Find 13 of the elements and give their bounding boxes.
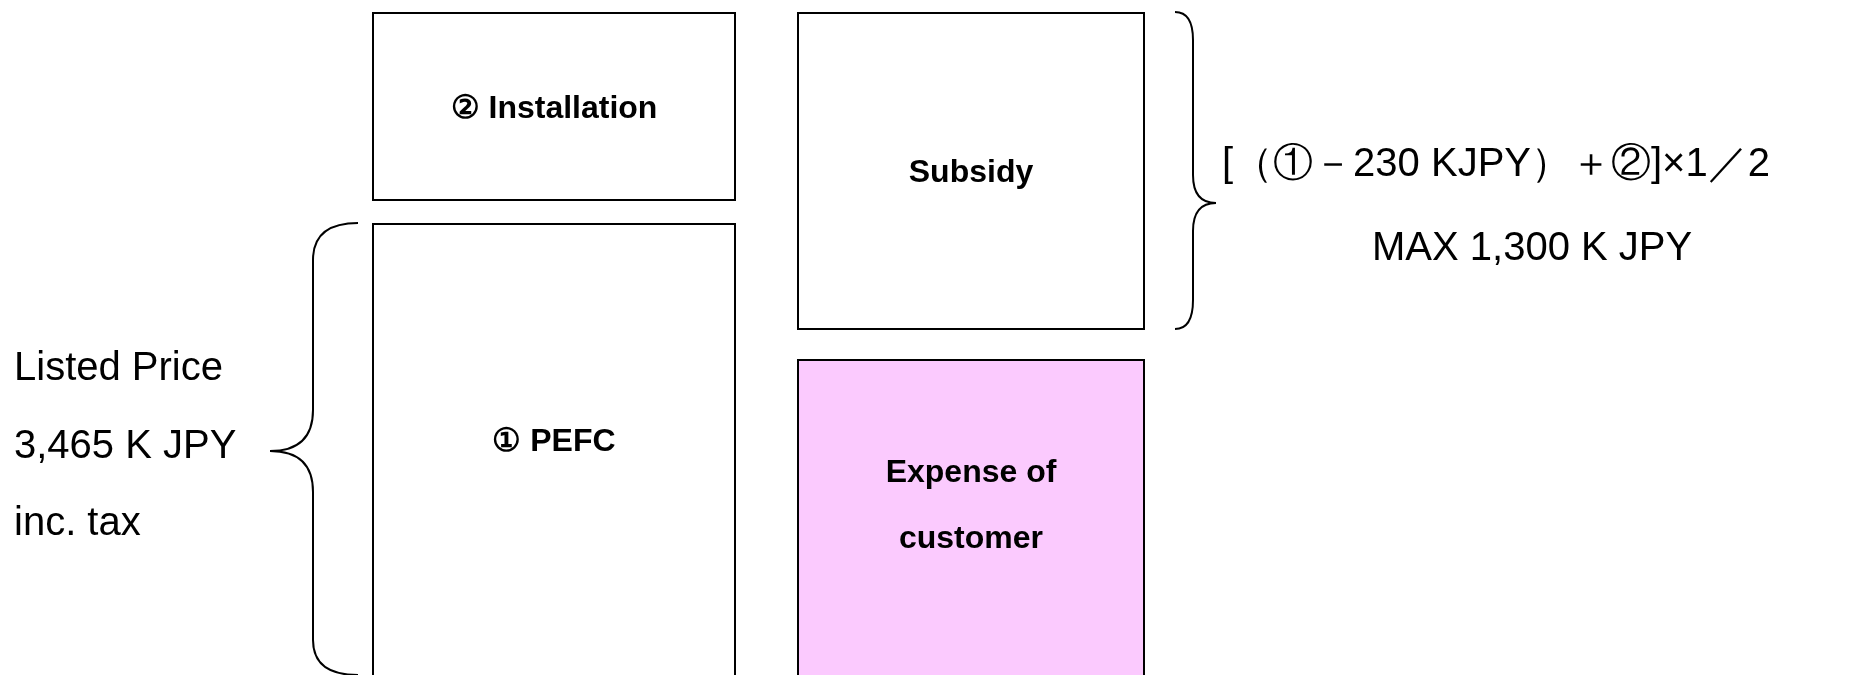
price-label: Listed Price	[14, 343, 223, 389]
node-label: Subsidy	[908, 152, 1034, 191]
subsidy-limit: MAX 1,300 K JPY	[1372, 223, 1693, 269]
expense-box	[797, 359, 1145, 675]
node-label: ① PEFC	[492, 421, 616, 460]
tax-note: inc. tax	[14, 498, 141, 544]
installation-box	[372, 12, 736, 201]
pefc-box	[372, 223, 736, 675]
node-label: Expense of customer	[884, 452, 1058, 557]
subsidy-formula: [（①－230 KJPY）＋②]×1／2	[1222, 138, 1770, 186]
node-label: ② Installation	[450, 87, 658, 127]
price-value: 3,465 K JPY	[14, 421, 237, 467]
subsidy-box	[797, 12, 1145, 330]
